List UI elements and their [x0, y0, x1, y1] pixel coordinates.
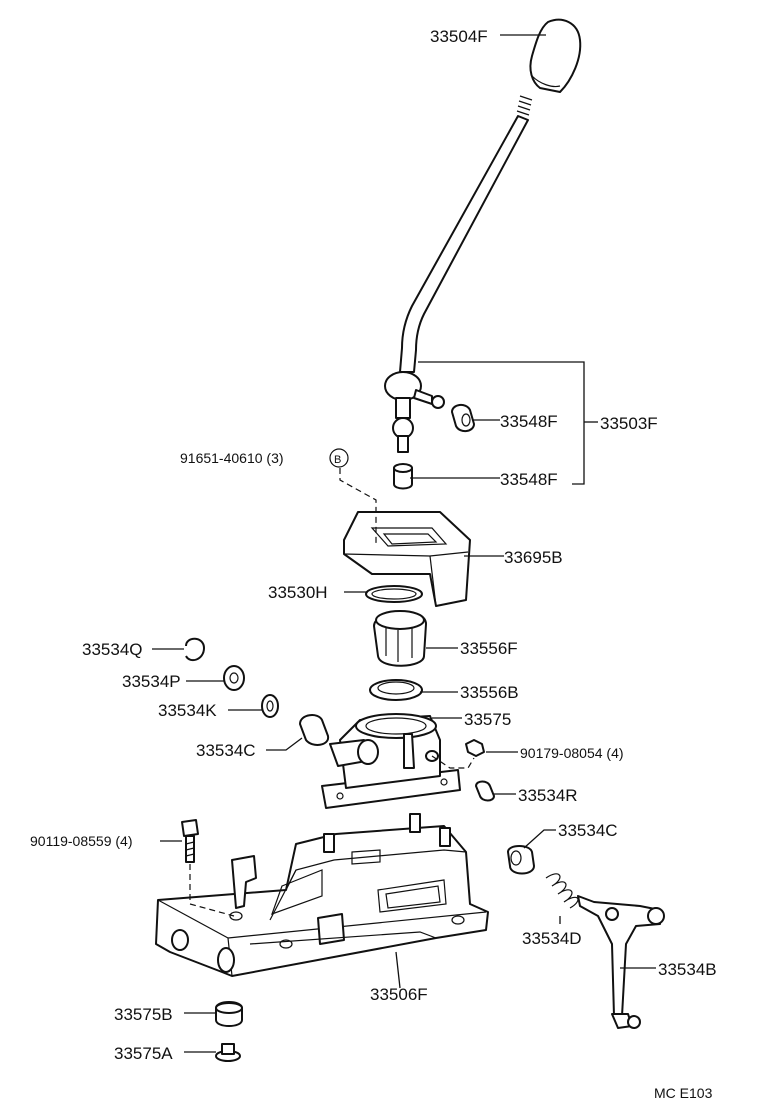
clip-drawing	[185, 637, 205, 662]
snap-ring-drawing	[365, 585, 423, 603]
washer-drawing	[223, 665, 245, 691]
bushing-575b-drawing	[215, 1001, 243, 1027]
label-33556b: 33556B	[460, 683, 519, 702]
footer-code: MC E103	[654, 1085, 713, 1101]
shift-cover-drawing	[343, 511, 471, 607]
shift-housing-drawing	[321, 713, 461, 809]
label-33504f: 33504F	[430, 27, 488, 46]
bushing-upper-drawing	[451, 404, 475, 432]
label-33503f: 33503F	[600, 414, 658, 433]
label-91651-40610: 91651-40610 (3)	[180, 450, 284, 466]
collar-575a-drawing	[215, 1043, 241, 1062]
label-33530h: 33530H	[268, 583, 328, 602]
base-bracket-drawing	[155, 813, 489, 977]
nut-drawing	[465, 739, 485, 757]
label-33534c-right: 33534C	[558, 821, 618, 840]
label-90119-08559: 90119-08559 (4)	[30, 833, 132, 849]
label-33534k: 33534K	[158, 701, 217, 720]
lever-thread-drawing	[516, 95, 533, 116]
leader-lines	[152, 34, 656, 1053]
pin-drawing	[475, 780, 495, 802]
circled-b-symbol	[329, 448, 349, 468]
label-33534r: 33534R	[518, 786, 578, 805]
label-33534q: 33534Q	[82, 640, 143, 659]
shift-knob-drawing	[529, 18, 582, 93]
label-33534c-left: 33534C	[196, 741, 256, 760]
seat-ring-drawing	[369, 679, 423, 701]
shift-lever-drawing	[384, 115, 529, 453]
label-90179-08054: 90179-08054 (4)	[520, 745, 624, 761]
label-33548f-lower: 33548F	[500, 470, 558, 489]
label-33575a: 33575A	[114, 1044, 173, 1063]
label-33575b: 33575B	[114, 1005, 173, 1024]
label-circled-b: B	[334, 454, 341, 466]
bolt-drawing	[181, 819, 199, 863]
bushing-c-left-drawing	[299, 714, 330, 746]
label-33534d: 33534D	[522, 929, 582, 948]
shift-lever-seat-drawing	[373, 610, 427, 667]
label-33506f: 33506F	[370, 985, 428, 1004]
select-lever-drawing	[577, 895, 665, 1029]
label-33556f: 33556F	[460, 639, 518, 658]
label-33695b: 33695B	[504, 548, 563, 567]
bushing-c-right-drawing	[507, 845, 535, 875]
label-33548f-upper: 33548F	[500, 412, 558, 431]
label-33575: 33575	[464, 710, 511, 729]
bushing-k-drawing	[261, 694, 279, 718]
label-33534b: 33534B	[658, 960, 717, 979]
bushing-lower-drawing	[393, 463, 413, 490]
label-33534p: 33534P	[122, 672, 181, 691]
spring-drawing	[545, 873, 579, 909]
